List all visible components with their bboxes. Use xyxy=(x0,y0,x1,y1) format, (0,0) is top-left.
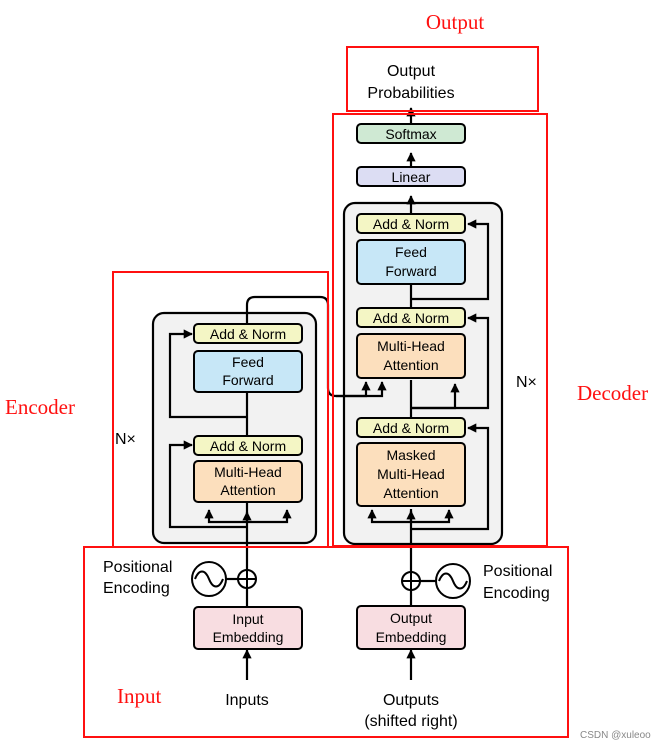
encoder-add-circle-icon xyxy=(237,569,257,589)
svg-text:Add & Norm: Add & Norm xyxy=(373,216,449,232)
decoder-masked-multi-head-attention: Masked Multi-Head Attention xyxy=(356,442,466,507)
svg-text:Multi-Head: Multi-Head xyxy=(214,464,282,480)
svg-text:Output: Output xyxy=(390,610,432,626)
decoder-multi-head-attention: Multi-Head Attention xyxy=(356,333,466,379)
encoder-annotation-label: Encoder xyxy=(5,395,75,419)
decoder-add-norm-top: Add & Norm xyxy=(356,213,466,234)
svg-text:Linear: Linear xyxy=(392,169,431,185)
decoder-feed-forward: Feed Forward xyxy=(356,239,466,285)
svg-text:Multi-Head: Multi-Head xyxy=(377,338,445,354)
svg-text:Add & Norm: Add & Norm xyxy=(210,438,286,454)
decoder-positional-encoding-icon xyxy=(435,563,471,599)
svg-text:Forward: Forward xyxy=(222,372,273,388)
svg-text:Attention: Attention xyxy=(220,482,275,498)
svg-text:Forward: Forward xyxy=(385,263,436,279)
svg-text:Attention: Attention xyxy=(383,357,438,373)
svg-text:Masked: Masked xyxy=(386,447,435,463)
linear-block: Linear xyxy=(356,166,466,187)
input-annotation-label: Input xyxy=(117,684,161,708)
encoder-layer-stack xyxy=(151,311,318,545)
encoder-add-norm-top: Add & Norm xyxy=(193,323,303,344)
svg-text:Feed: Feed xyxy=(395,244,427,260)
output-region-box xyxy=(346,46,539,112)
red-annotations xyxy=(83,46,569,738)
inputs-label: Inputs xyxy=(225,692,269,709)
encoder-positional-label-line2: Encoding xyxy=(103,580,170,597)
input-region-box xyxy=(83,546,569,738)
outputs-label-line1: Outputs xyxy=(383,692,439,709)
decoder-nx-label: N× xyxy=(516,374,537,391)
svg-text:Add & Norm: Add & Norm xyxy=(373,420,449,436)
encoder-add-norm-bottom: Add & Norm xyxy=(193,435,303,456)
encoder-nx-label: N× xyxy=(115,431,136,448)
input-embedding-block: Input Embedding xyxy=(193,606,303,650)
output-annotation-label: Output xyxy=(426,10,485,34)
decoder-add-norm-bottom: Add & Norm xyxy=(356,417,466,438)
encoder-positional-label-line1: Positional xyxy=(103,559,172,576)
decoder-positional-label-line1: Positional xyxy=(483,563,552,580)
decoder-positional-label-line2: Encoding xyxy=(483,585,550,602)
svg-text:Embedding: Embedding xyxy=(376,629,447,645)
svg-text:Add & Norm: Add & Norm xyxy=(210,326,286,342)
output-probabilities-label-line2: Probabilities xyxy=(367,85,454,102)
output-embedding-block: Output Embedding xyxy=(356,605,466,650)
svg-text:Embedding: Embedding xyxy=(213,629,284,645)
svg-text:Multi-Head: Multi-Head xyxy=(377,466,445,482)
outputs-label-line2: (shifted right) xyxy=(364,713,457,730)
watermark: CSDN @xuleoo xyxy=(580,730,651,741)
decoder-add-circle-icon xyxy=(401,571,421,591)
svg-text:Input: Input xyxy=(232,611,263,627)
decoder-annotation-label: Decoder xyxy=(577,381,648,405)
svg-text:Attention: Attention xyxy=(383,485,438,501)
decoder-add-norm-middle: Add & Norm xyxy=(356,307,466,328)
encoder-positional-encoding-icon xyxy=(191,561,227,597)
output-probabilities-label-line1: Output xyxy=(387,63,436,80)
svg-text:Softmax: Softmax xyxy=(385,126,436,142)
encoder-feed-forward: Feed Forward xyxy=(193,350,303,393)
svg-text:Add & Norm: Add & Norm xyxy=(373,310,449,326)
softmax-block: Softmax xyxy=(356,123,466,144)
encoder-multi-head-attention: Multi-Head Attention xyxy=(193,460,303,503)
svg-text:Feed: Feed xyxy=(232,354,264,370)
